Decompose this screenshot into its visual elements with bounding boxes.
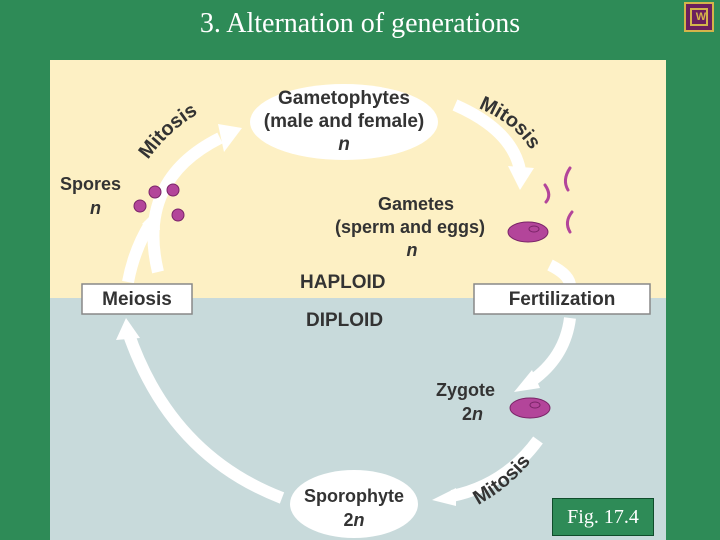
arrow-head-meiosis <box>116 318 140 340</box>
spores-ploidy: n <box>90 198 101 218</box>
spore-cell <box>148 185 162 199</box>
gametes-ploidy: n <box>407 240 418 260</box>
life-cycle-diagram: Gametophytes (male and female) n Mitosis… <box>50 60 666 540</box>
sperm-cells <box>543 166 574 234</box>
gametophytes-label: Gametophytes <box>278 88 410 109</box>
arrow-head-gametes <box>508 166 534 190</box>
diploid-label: DIPLOID <box>306 310 383 331</box>
spores-label: Spores <box>60 174 121 194</box>
zygote-ploidy-number: 2 <box>462 404 472 424</box>
haploid-label: HAPLOID <box>300 272 386 293</box>
gametes-label: Gametes <box>378 194 454 214</box>
logo-frame: W <box>690 8 708 26</box>
sperm-cell <box>565 210 574 234</box>
spore-cell <box>171 208 185 222</box>
arrow-heads <box>116 124 540 506</box>
sporophyte-ploidy-letter: n <box>354 510 365 530</box>
gametes-sublabel: (sperm and eggs) <box>335 217 485 237</box>
fertilization-box <box>473 283 651 315</box>
sporophyte-ploidy-number: 2 <box>343 510 353 530</box>
gametophytes-ploidy: n <box>338 134 350 155</box>
zygote-label: Zygote <box>436 380 495 400</box>
zygote-ploidy: 2n <box>462 404 483 424</box>
spore-cell <box>133 199 147 213</box>
spore-cells <box>133 183 185 222</box>
sporophyte-label: Sporophyte <box>304 486 404 506</box>
meiosis-label: Meiosis <box>102 289 172 310</box>
cycle-arrows <box>122 99 576 504</box>
egg-nucleus <box>528 225 540 233</box>
zygote-ploidy-letter: n <box>472 404 483 424</box>
meiosis-box <box>81 283 193 315</box>
sperm-cell <box>543 183 551 204</box>
logo-mark: W <box>695 11 707 23</box>
arrow-meiosis-to-spores <box>122 220 156 284</box>
arrow-fertilization-to-zygote <box>526 317 576 387</box>
sporophyte-ploidy: 2n <box>343 510 364 530</box>
arrow-zygote-to-sporophyte <box>450 436 543 502</box>
arrow-sporophyte-to-meiosis <box>122 330 285 504</box>
zygote-nucleus <box>529 401 541 409</box>
sperm-cell <box>563 166 572 192</box>
arrow-head-zygote <box>514 370 540 392</box>
sporophyte-ellipse <box>290 470 418 538</box>
arrow-head-sporophyte <box>432 488 456 506</box>
arrow-gametophytes-to-gametes <box>452 99 526 172</box>
life-cycle-svg: Gametophytes (male and female) n Mitosis… <box>50 60 666 540</box>
logo-icon: W <box>684 2 714 32</box>
figure-caption: Fig. 17.4 <box>552 498 654 536</box>
gametophytes-ellipse <box>250 84 438 160</box>
zygote-cell <box>509 397 551 419</box>
arrow-head-spores <box>142 208 160 230</box>
spore-cell <box>166 183 180 197</box>
fertilization-label: Fertilization <box>509 289 616 310</box>
gametophytes-sublabel: (male and female) <box>264 111 425 132</box>
slide-title: 3. Alternation of generations <box>199 8 521 39</box>
arrow-head-gametophytes <box>218 124 242 152</box>
egg-cell <box>507 221 549 243</box>
arrow-spores-to-gametophytes <box>147 132 223 274</box>
